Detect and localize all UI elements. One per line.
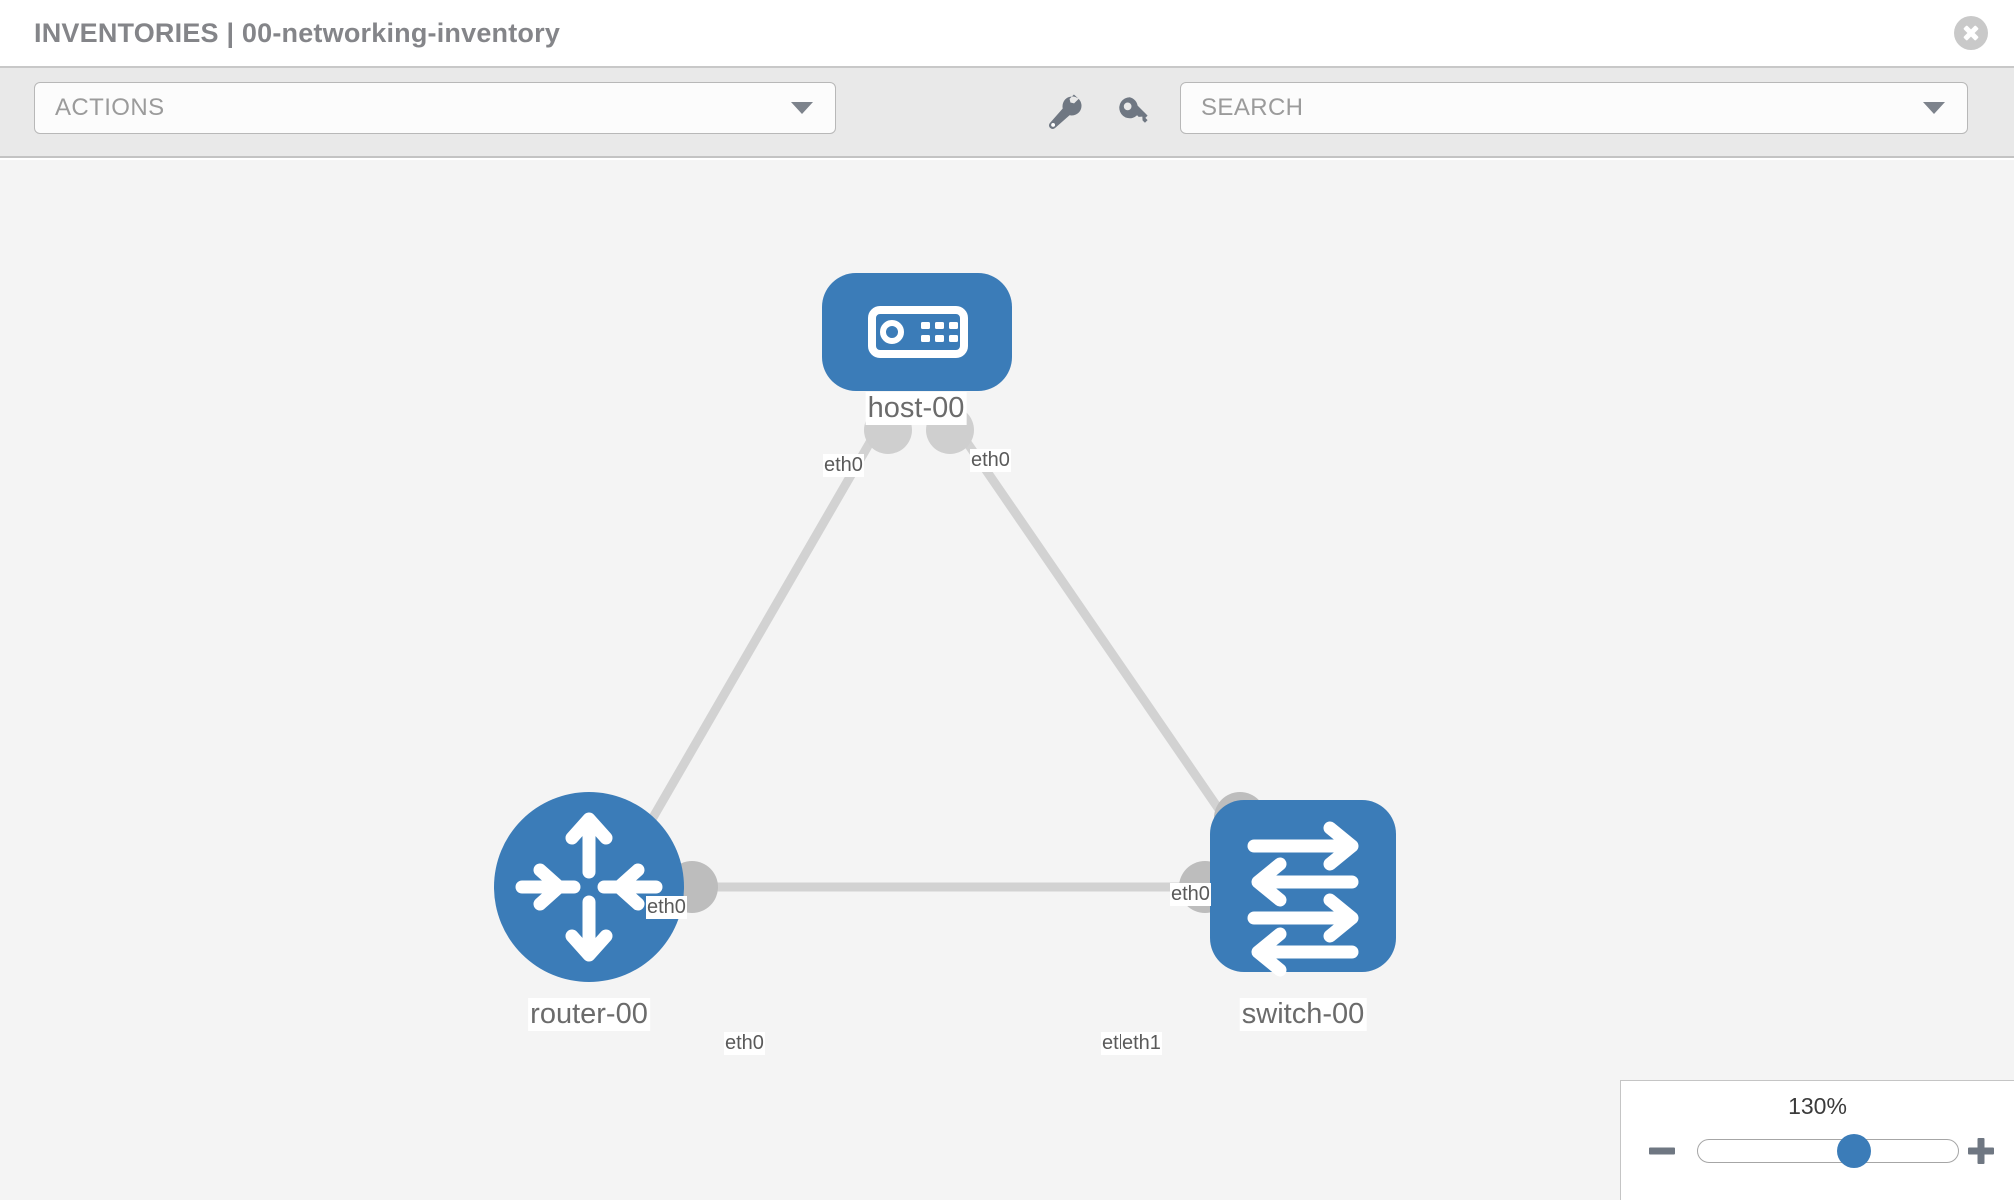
topology-canvas[interactable]: host-00 router-00 switch-00 eth0 eth0 et… (0, 160, 2014, 1200)
node-label-router-00: router-00 (528, 998, 650, 1031)
interface-label-router-up: eth0 (646, 896, 687, 919)
topology-connectors (666, 406, 1266, 913)
zoom-out-button[interactable] (1649, 1138, 1675, 1164)
actions-dropdown[interactable]: ACTIONS (34, 82, 836, 134)
page-header: INVENTORIES | 00-networking-inventory (0, 0, 2014, 68)
chevron-down-icon (1923, 102, 1945, 114)
interface-label-switch-up: eth0 (1170, 883, 1211, 906)
node-host-00 (822, 273, 1012, 391)
node-switch-00 (1210, 800, 1396, 977)
topology-links (636, 422, 1244, 892)
zoom-control-panel: 130% (1620, 1080, 2014, 1200)
node-router-00 (494, 792, 684, 982)
search-input-placeholder: SEARCH (1201, 94, 1304, 121)
zoom-in-button[interactable] (1968, 1138, 1994, 1164)
interface-label-router-right: eth0 (724, 1032, 765, 1055)
topology-graph (494, 273, 1396, 982)
interface-label-host-right: eth0 (970, 449, 1011, 472)
link-host-router (636, 422, 884, 843)
interface-label-host-left: eth0 (823, 454, 864, 477)
zoom-slider-track[interactable] (1697, 1134, 1959, 1168)
chevron-down-icon (791, 102, 813, 114)
link-host-switch (951, 422, 1244, 843)
node-label-host-00: host-00 (865, 392, 967, 425)
interface-label-switch-left-b: eth1 (1121, 1032, 1162, 1055)
node-label-switch-00: switch-00 (1239, 998, 1367, 1031)
actions-dropdown-label: ACTIONS (55, 94, 165, 121)
zoom-percent-label: 130% (1788, 1093, 1847, 1119)
wrench-icon[interactable] (1044, 92, 1086, 134)
server-icon (868, 306, 968, 358)
close-icon[interactable] (1954, 16, 1988, 50)
zoom-slider-thumb[interactable] (1837, 1134, 1871, 1168)
router-arrows-icon (515, 812, 663, 962)
key-icon[interactable] (1114, 92, 1156, 134)
page-title: INVENTORIES | 00-networking-inventory (34, 18, 561, 48)
switch-arrows-icon (1247, 821, 1359, 977)
search-dropdown[interactable]: SEARCH (1180, 82, 1968, 134)
